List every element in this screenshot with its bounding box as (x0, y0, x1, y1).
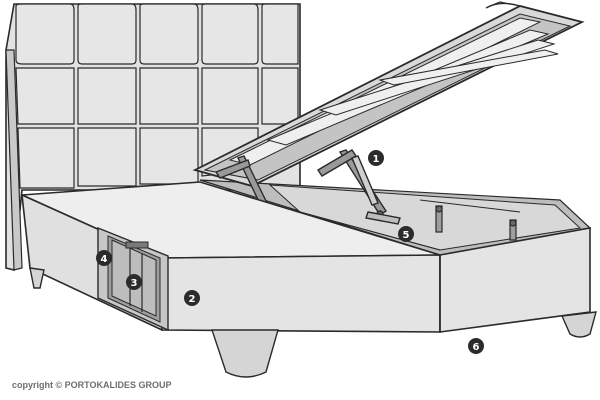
callout-4: 4 (96, 250, 112, 266)
callout-1-label: 1 (373, 154, 380, 165)
callout-5: 5 (398, 226, 414, 242)
callout-6: 6 (468, 338, 484, 354)
lid-slats (228, 17, 559, 166)
gas-piston-lift-mechanism (214, 149, 401, 225)
callout-2-label: 2 (189, 294, 196, 305)
callout-6-label: 6 (473, 342, 480, 353)
callout-1: 1 (368, 150, 384, 166)
bed-feet (29, 267, 597, 378)
lifting-lid-frame (192, 1, 585, 187)
callout-4-label: 4 (101, 254, 108, 265)
callout-2: 2 (184, 290, 200, 306)
callout-3: 3 (126, 274, 142, 290)
copyright-notice: copyright © PORTOKALIDES GROUP (12, 380, 172, 390)
callout-5-label: 5 (403, 230, 410, 241)
lid-support-brackets (435, 205, 517, 241)
callout-3-label: 3 (131, 278, 138, 289)
